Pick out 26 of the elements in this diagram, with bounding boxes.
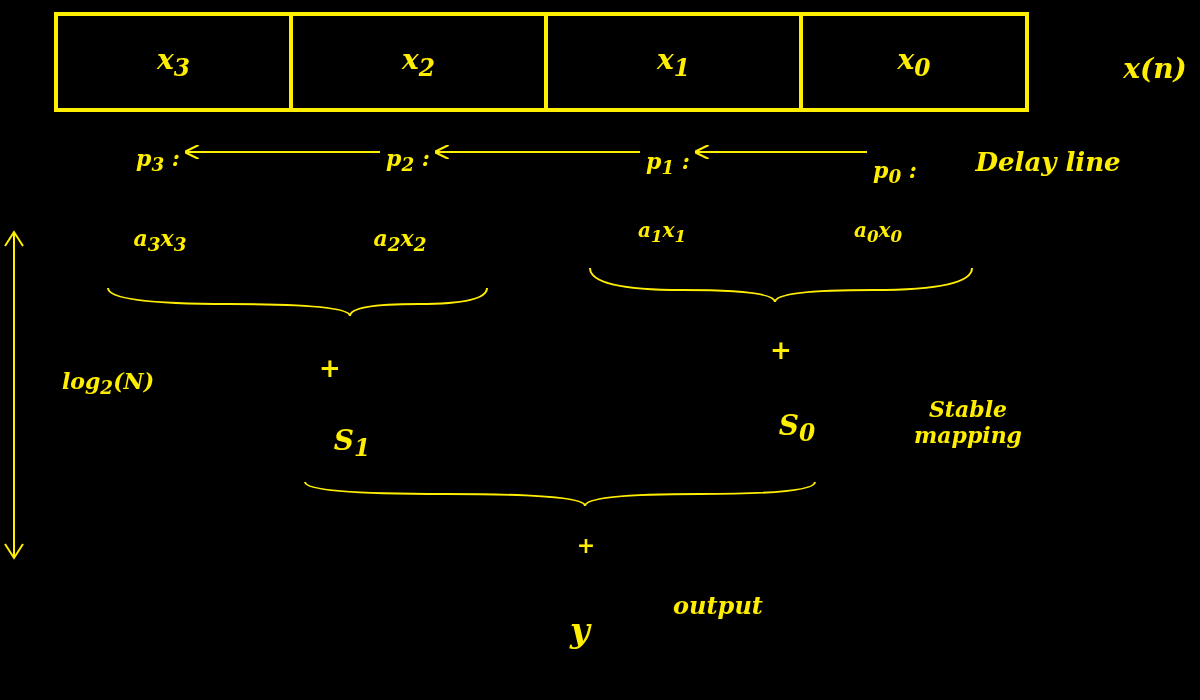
product-term: a$_{3}$x$_{3}$ <box>133 224 187 256</box>
cell-label: x$_{1}$ <box>657 42 690 82</box>
tap-label: p$_{1}$ : <box>646 147 690 179</box>
plus-sign: + <box>770 335 792 365</box>
arrow <box>183 143 382 161</box>
product-term: a$_{2}$x$_{2}$ <box>373 224 427 256</box>
depth-label: log$_{2}$(N) <box>61 367 155 399</box>
signal-label: x(n) <box>1123 51 1187 85</box>
annotation-text: Delay line <box>975 147 1121 177</box>
cell-label: x$_{0}$ <box>897 42 931 82</box>
plus-sign: + <box>319 353 341 383</box>
product-term: a$_{0}$x$_{0}$ <box>853 218 903 246</box>
cell-label: x$_{2}$ <box>402 42 435 82</box>
annotation-text: Stable mapping <box>913 396 1023 448</box>
plus-sign: + <box>576 532 596 558</box>
tap-label: p$_{0}$ : <box>873 156 917 188</box>
cell-label: x$_{3}$ <box>157 42 190 82</box>
arrow <box>693 143 869 161</box>
tap-label: p$_{3}$ : <box>136 144 180 176</box>
tap-label: p$_{2}$ : <box>386 144 430 176</box>
annotation-text: output <box>673 590 763 620</box>
arrow <box>433 143 642 161</box>
partial-sum: S$_{0}$ <box>778 408 816 448</box>
product-term: a$_{1}$x$_{1}$ <box>637 218 687 246</box>
partial-sum: S$_{1}$ <box>333 423 371 463</box>
output-symbol: y <box>570 610 590 650</box>
